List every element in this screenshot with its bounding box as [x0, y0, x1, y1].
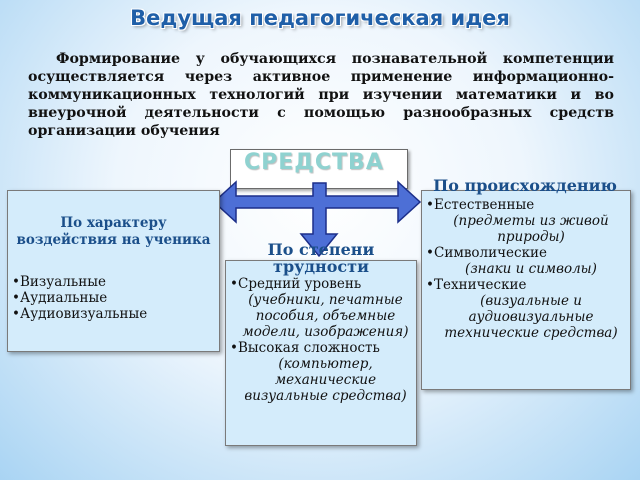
list-item-note: (предметы из живой природы) [453, 213, 609, 245]
branching-arrow-shape [212, 180, 422, 258]
intro-paragraph: Формирование у обучающихся познавательно… [28, 51, 614, 139]
list-item-label: Средний уровень [238, 276, 362, 292]
list-item-label: Естественные [434, 197, 535, 213]
list-item: Технические (визуальные и аудиовизуальны… [425, 277, 628, 341]
list-item-label: Технические [434, 277, 527, 293]
list-item-note: (знаки и символы) [465, 261, 597, 277]
box-by-origin: Естественные (предметы из живой природы)… [421, 190, 631, 390]
box-by-impact: По характеру воздействия на ученика Визу… [7, 190, 220, 352]
list-item-note: (визуальные и аудиовизуальные технически… [444, 293, 618, 341]
box-by-impact-list: Визуальные Аудиальные Аудиовизуальные [11, 274, 147, 322]
box-by-difficulty-heading: По степени трудности [267, 240, 375, 276]
box-by-difficulty-list: Средний уровень (учебники, печатные посо… [229, 276, 413, 404]
box-by-difficulty: Средний уровень (учебники, печатные посо… [225, 260, 417, 446]
list-item-note: (учебники, печатные пособия, объемные мо… [242, 292, 409, 340]
list-item: Высокая сложность (компьютер, механическ… [229, 340, 413, 404]
list-item: Естественные (предметы из живой природы) [425, 197, 628, 245]
box-by-impact-heading: По характеру воздействия на ученика [16, 215, 211, 248]
list-item: Символические (знаки и символы) [425, 245, 628, 277]
list-item: Визуальные [11, 274, 147, 290]
box-by-origin-list: Естественные (предметы из живой природы)… [425, 197, 628, 341]
box-by-origin-heading: По происхождению [433, 176, 617, 195]
list-item-label: Символические [434, 245, 548, 261]
list-item: Средний уровень (учебники, печатные посо… [229, 276, 413, 340]
list-item: Аудиовизуальные [11, 306, 147, 322]
slide-title: Ведущая педагогическая идея [130, 6, 510, 30]
center-label: СРЕДСТВА [244, 150, 384, 175]
list-item: Аудиальные [11, 290, 147, 306]
list-item-label: Высокая сложность [238, 340, 380, 356]
list-item-note: (компьютер, механические визуальные сред… [244, 356, 407, 404]
